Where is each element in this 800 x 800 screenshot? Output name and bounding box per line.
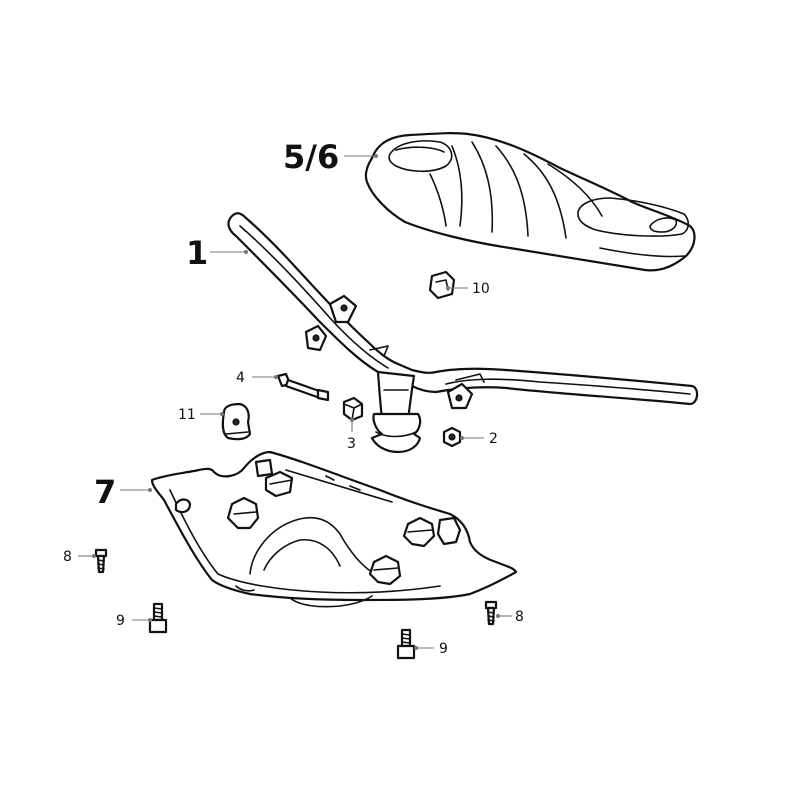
clamp-bracket-part-11 bbox=[221, 402, 252, 441]
screw-part-9-left bbox=[148, 602, 168, 634]
leader-lines bbox=[78, 154, 512, 650]
callout-9-right: 9 bbox=[439, 641, 448, 657]
bolt-part-4 bbox=[276, 372, 330, 402]
callout-9-left: 9 bbox=[116, 613, 125, 629]
screw-part-9-right bbox=[396, 628, 416, 660]
screw-part-8-right bbox=[484, 600, 498, 626]
clip-nut-part-10 bbox=[428, 270, 456, 300]
spacer-part-3 bbox=[342, 396, 364, 422]
callout-11: 11 bbox=[178, 407, 196, 423]
callout-4: 4 bbox=[236, 370, 245, 386]
callout-7: 7 bbox=[94, 473, 116, 511]
handlebar-part-1 bbox=[227, 212, 699, 454]
callout-3: 3 bbox=[347, 436, 356, 452]
callout-2: 2 bbox=[489, 431, 498, 447]
upper-handlebar-cover bbox=[364, 132, 696, 272]
nut-part-2 bbox=[442, 426, 462, 448]
callout-8-right: 8 bbox=[515, 609, 524, 625]
callout-5-6: 5/6 bbox=[283, 138, 339, 176]
lower-handlebar-cover-part-7 bbox=[150, 450, 518, 608]
callout-10: 10 bbox=[472, 281, 490, 297]
callout-labels: 5/6 1 10 4 11 3 2 7 8 9 8 9 bbox=[63, 138, 524, 657]
callout-1: 1 bbox=[186, 234, 208, 272]
callout-8-left: 8 bbox=[63, 549, 72, 565]
screw-part-8-left bbox=[94, 548, 108, 574]
